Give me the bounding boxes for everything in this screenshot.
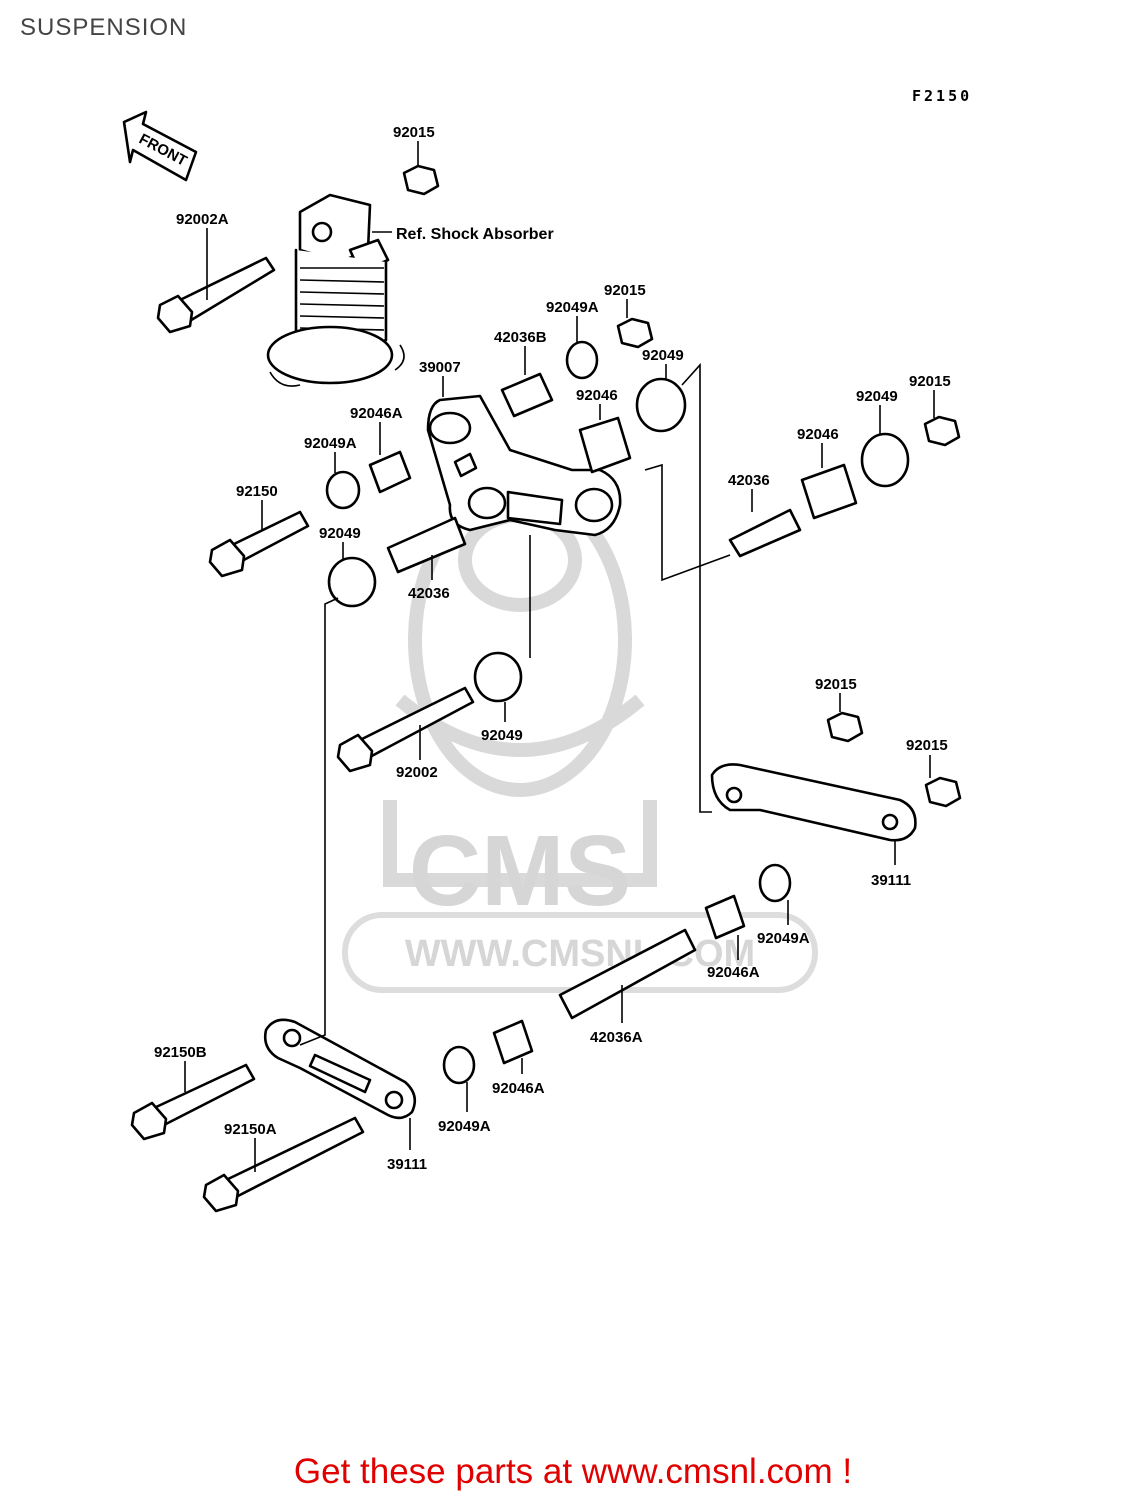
- part-label: 92150: [236, 483, 278, 500]
- part-label: 92049A: [438, 1118, 491, 1135]
- part-label: 92015: [604, 282, 646, 299]
- shock-absorber-icon: [266, 193, 405, 387]
- bolt-92002A-icon: [156, 256, 276, 334]
- part-label: 92046: [797, 426, 839, 443]
- needle-bearing-icon: [368, 416, 858, 1065]
- part-label: 92046A: [492, 1080, 545, 1097]
- part-label: 92002: [396, 764, 438, 781]
- front-arrow-icon: FRONT: [122, 110, 198, 182]
- bolt-92150-icon: [208, 510, 310, 578]
- watermark-site: WWW.CMSNL.COM: [405, 933, 755, 975]
- tie-rod-39111-upper-icon: [710, 763, 917, 842]
- page-title: SUSPENSION: [20, 14, 188, 41]
- footer-banner-link[interactable]: Get these parts at www.cmsnl.com !: [293, 1452, 853, 1491]
- part-label: 39111: [871, 872, 911, 889]
- part-label: 92049A: [757, 930, 810, 947]
- assembly-lines: [299, 362, 731, 1046]
- part-label: 92015: [906, 737, 948, 754]
- ref-shock-absorber-label: Ref. Shock Absorber: [396, 226, 554, 243]
- collar-icon: [386, 372, 802, 1020]
- seal-icon: [325, 340, 910, 1085]
- part-label: 92049A: [546, 299, 599, 316]
- part-label: 92046A: [350, 405, 403, 422]
- part-label: 92046: [576, 387, 618, 404]
- part-label: 92049: [319, 525, 361, 542]
- part-label: 92002A: [176, 211, 229, 228]
- tie-rod-39111-lower-icon: [263, 1018, 417, 1120]
- part-label: 92015: [815, 676, 857, 693]
- watermark-brand: CMS: [409, 815, 631, 927]
- part-label: 42036A: [590, 1029, 643, 1046]
- part-label: 39007: [419, 359, 461, 376]
- nut-92015-icon: [402, 164, 962, 808]
- part-label: 42036: [728, 472, 770, 489]
- part-label: 92015: [393, 124, 435, 141]
- part-label: 92015: [909, 373, 951, 390]
- part-label: 92049A: [304, 435, 357, 452]
- parts-diagram: CMS WWW.CMSNL.COM FRONT Ref. Shock Absor…: [122, 110, 962, 1213]
- bolt-92002-icon: [336, 686, 475, 773]
- part-label: 92049: [642, 347, 684, 364]
- part-label: 39111: [387, 1156, 427, 1173]
- label-leaders: [184, 141, 935, 1172]
- rocker-arm-39007-icon: [426, 394, 622, 537]
- part-label: 92049: [856, 388, 898, 405]
- part-label: 42036B: [494, 329, 547, 346]
- part-label: 92046A: [707, 964, 760, 981]
- bolt-92150B-icon: [130, 1063, 256, 1141]
- part-labels: 92015 92002A 92049A 92015 42036B 92049 3…: [154, 124, 951, 1173]
- part-label: 92049: [481, 727, 523, 744]
- part-label: 92150A: [224, 1121, 277, 1138]
- bolt-92150A-icon: [202, 1116, 365, 1213]
- part-label: 42036: [408, 585, 450, 602]
- part-label: 92150B: [154, 1044, 207, 1061]
- diagram-code: F2150: [912, 87, 973, 105]
